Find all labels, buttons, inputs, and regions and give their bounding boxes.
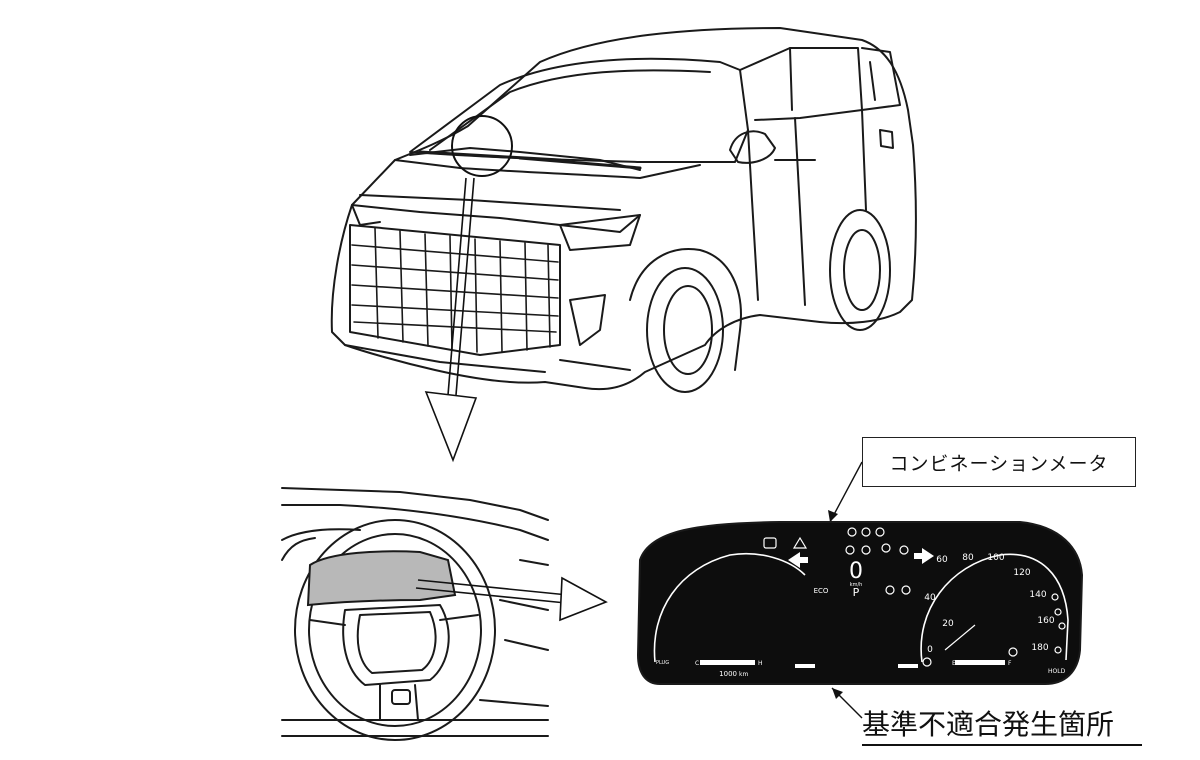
- plug-label: PLUG: [656, 660, 669, 666]
- speedometer-ticks: 0 20 40 60 80 100 120 140 160 180: [924, 553, 1055, 655]
- fuel-empty-label: E: [952, 660, 956, 667]
- tick-label: 0: [927, 645, 933, 655]
- meter-name-leader: [829, 461, 863, 523]
- vehicle-illustration: [330, 27, 917, 393]
- defect-location-label: 基準不適合発生箇所: [862, 706, 1142, 746]
- pointer-arrow-right: [415, 576, 608, 622]
- fuel-full-label: F: [1008, 660, 1012, 667]
- tick-label: 140: [1029, 590, 1046, 600]
- combination-meter: 0 km/h P ECO 1000 km PLUG HOLD C H E F 0…: [636, 521, 1084, 685]
- tick-label: 120: [1013, 568, 1030, 578]
- pointer-arrow-down: [424, 177, 478, 463]
- tick-label: 60: [936, 555, 948, 565]
- meter-name-callout: コンビネーションメータ: [862, 437, 1136, 487]
- eco-indicator: ECO: [814, 587, 829, 595]
- meter-highlight-area: [306, 550, 457, 607]
- tick-label: 160: [1037, 616, 1054, 626]
- temp-hot-label: H: [758, 660, 763, 667]
- tick-label: 20: [942, 619, 954, 629]
- speed-unit: km/h: [850, 582, 863, 588]
- tick-label: 80: [962, 553, 974, 563]
- tick-label: 40: [924, 593, 936, 603]
- temp-cold-label: C: [695, 660, 699, 667]
- tick-label: 100: [987, 553, 1004, 563]
- odometer-value: 1000: [719, 670, 737, 678]
- left-turn-signal-icon: [788, 552, 808, 568]
- interior-illustration: [281, 487, 549, 741]
- right-turn-signal-icon: [914, 548, 934, 564]
- tick-label: 180: [1031, 643, 1048, 653]
- indicator-icons: [763, 527, 1066, 667]
- left-power-gauge: [653, 552, 806, 665]
- odometer-unit: km: [739, 671, 748, 678]
- speed-readout: 0: [849, 559, 863, 584]
- gear-indicator: P: [853, 586, 860, 599]
- speedometer: [920, 553, 1069, 665]
- location-circle: [451, 115, 513, 177]
- hold-label: HOLD: [1048, 668, 1066, 675]
